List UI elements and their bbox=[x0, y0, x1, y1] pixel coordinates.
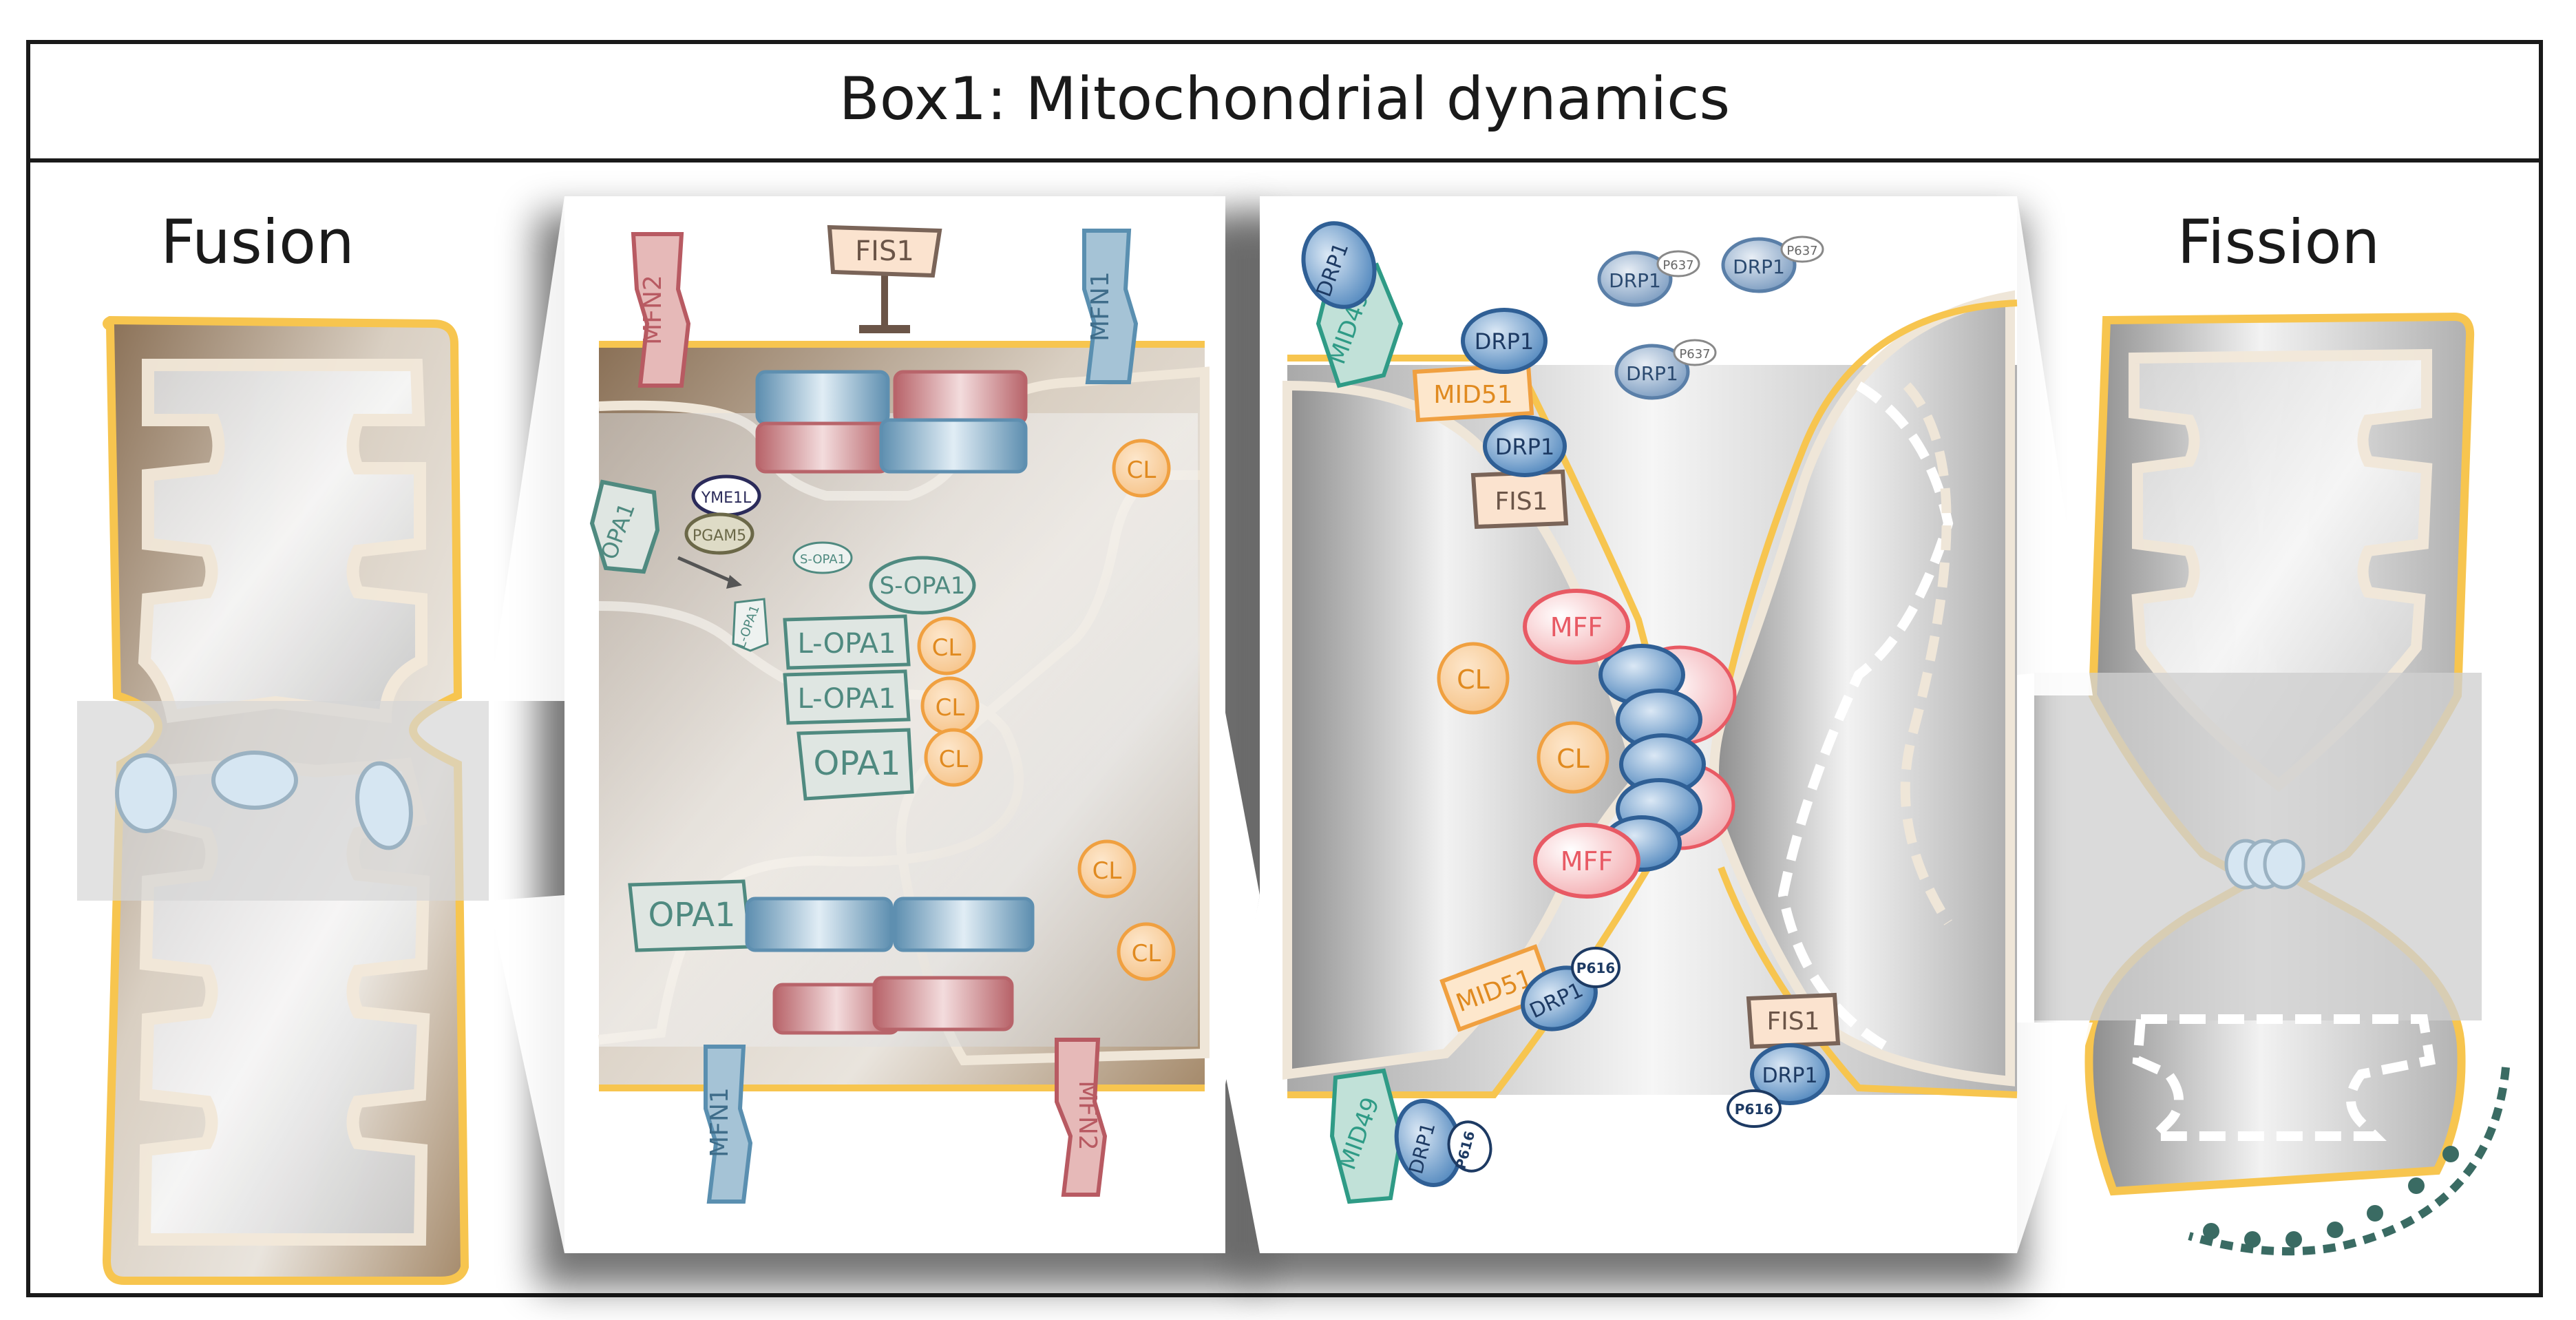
cl-fission-label: CL bbox=[1457, 664, 1490, 695]
drp1-cyto-3-label: DRP1 bbox=[1626, 362, 1678, 385]
cl-label: CL bbox=[1127, 457, 1157, 484]
drp1-cyto-1-label: DRP1 bbox=[1609, 269, 1661, 292]
figure-title: Box1: Mitochondrial dynamics bbox=[838, 65, 1731, 134]
cl-label: CL bbox=[939, 746, 969, 773]
fission-zoom-panel: MFF MFF CL CL MID49 DRP1 MID51 DRP1 FIS1… bbox=[1225, 196, 2093, 1253]
cl-fission-label: CL bbox=[1556, 744, 1590, 774]
drp1-oligomer bbox=[1598, 644, 1737, 872]
fusion-zoom-panel: FIS1 MFN2 MFN1 OPA1 YME1L PGAM5 S-OPA1 bbox=[489, 196, 1260, 1253]
pgam5-label: PGAM5 bbox=[693, 527, 746, 545]
l-opa1-2-label: L-OPA1 bbox=[798, 683, 896, 715]
drp1-fis1-top-label: DRP1 bbox=[1495, 434, 1555, 460]
cl-label: CL bbox=[1092, 857, 1122, 885]
title-bar: Box1: Mitochondrial dynamics bbox=[26, 40, 2543, 163]
mff-top-label: MFF bbox=[1550, 612, 1603, 642]
p616-label: P616 bbox=[1735, 1101, 1773, 1118]
mfn1-top-label: MFN1 bbox=[1086, 271, 1115, 342]
opa1-bottom-label: OPA1 bbox=[648, 896, 735, 934]
p616-label: P616 bbox=[1576, 960, 1615, 976]
fusion-fis1-label: FIS1 bbox=[855, 235, 914, 267]
drp1-fis1-bottom-label: DRP1 bbox=[1762, 1064, 1817, 1088]
opa1-center-label: OPA1 bbox=[813, 744, 900, 783]
l-opa1-1-label: L-OPA1 bbox=[798, 628, 896, 660]
mfn1-bottom-label: MFN1 bbox=[706, 1087, 734, 1157]
drp1-cyto-2-label: DRP1 bbox=[1733, 255, 1785, 278]
fission-label: Fission bbox=[2177, 207, 2380, 277]
cl-label: CL bbox=[1132, 940, 1161, 967]
yme1l-label: YME1L bbox=[701, 490, 752, 507]
p637-label: P637 bbox=[1662, 258, 1693, 273]
cl-cluster-fusion: CL CL CL CL CL CL bbox=[917, 439, 1176, 981]
fusion-mitochondria-schematic bbox=[77, 315, 489, 1285]
drp1-mid51-top-label: DRP1 bbox=[1475, 328, 1534, 355]
fission-mitochondria-schematic bbox=[2034, 312, 2510, 1256]
s-opa1-small-label: S-OPA1 bbox=[800, 552, 845, 567]
cl-label: CL bbox=[936, 694, 965, 722]
s-opa1-label: S-OPA1 bbox=[880, 572, 966, 600]
fis1-bottom-label: FIS1 bbox=[1766, 1007, 1819, 1036]
figure-frame bbox=[26, 40, 2543, 1297]
p637-label: P637 bbox=[1679, 347, 1710, 362]
cl-label: CL bbox=[932, 634, 962, 662]
fusion-label: Fusion bbox=[160, 207, 355, 277]
mfn2-bottom-label: MFN2 bbox=[1073, 1080, 1101, 1151]
mff-bottom-label: MFF bbox=[1561, 846, 1614, 877]
fis1-top-label: FIS1 bbox=[1495, 488, 1548, 516]
mid51-top-label: MID51 bbox=[1433, 381, 1512, 409]
mfn2-top-label: MFN2 bbox=[639, 275, 667, 345]
p637-label: P637 bbox=[1786, 244, 1817, 258]
